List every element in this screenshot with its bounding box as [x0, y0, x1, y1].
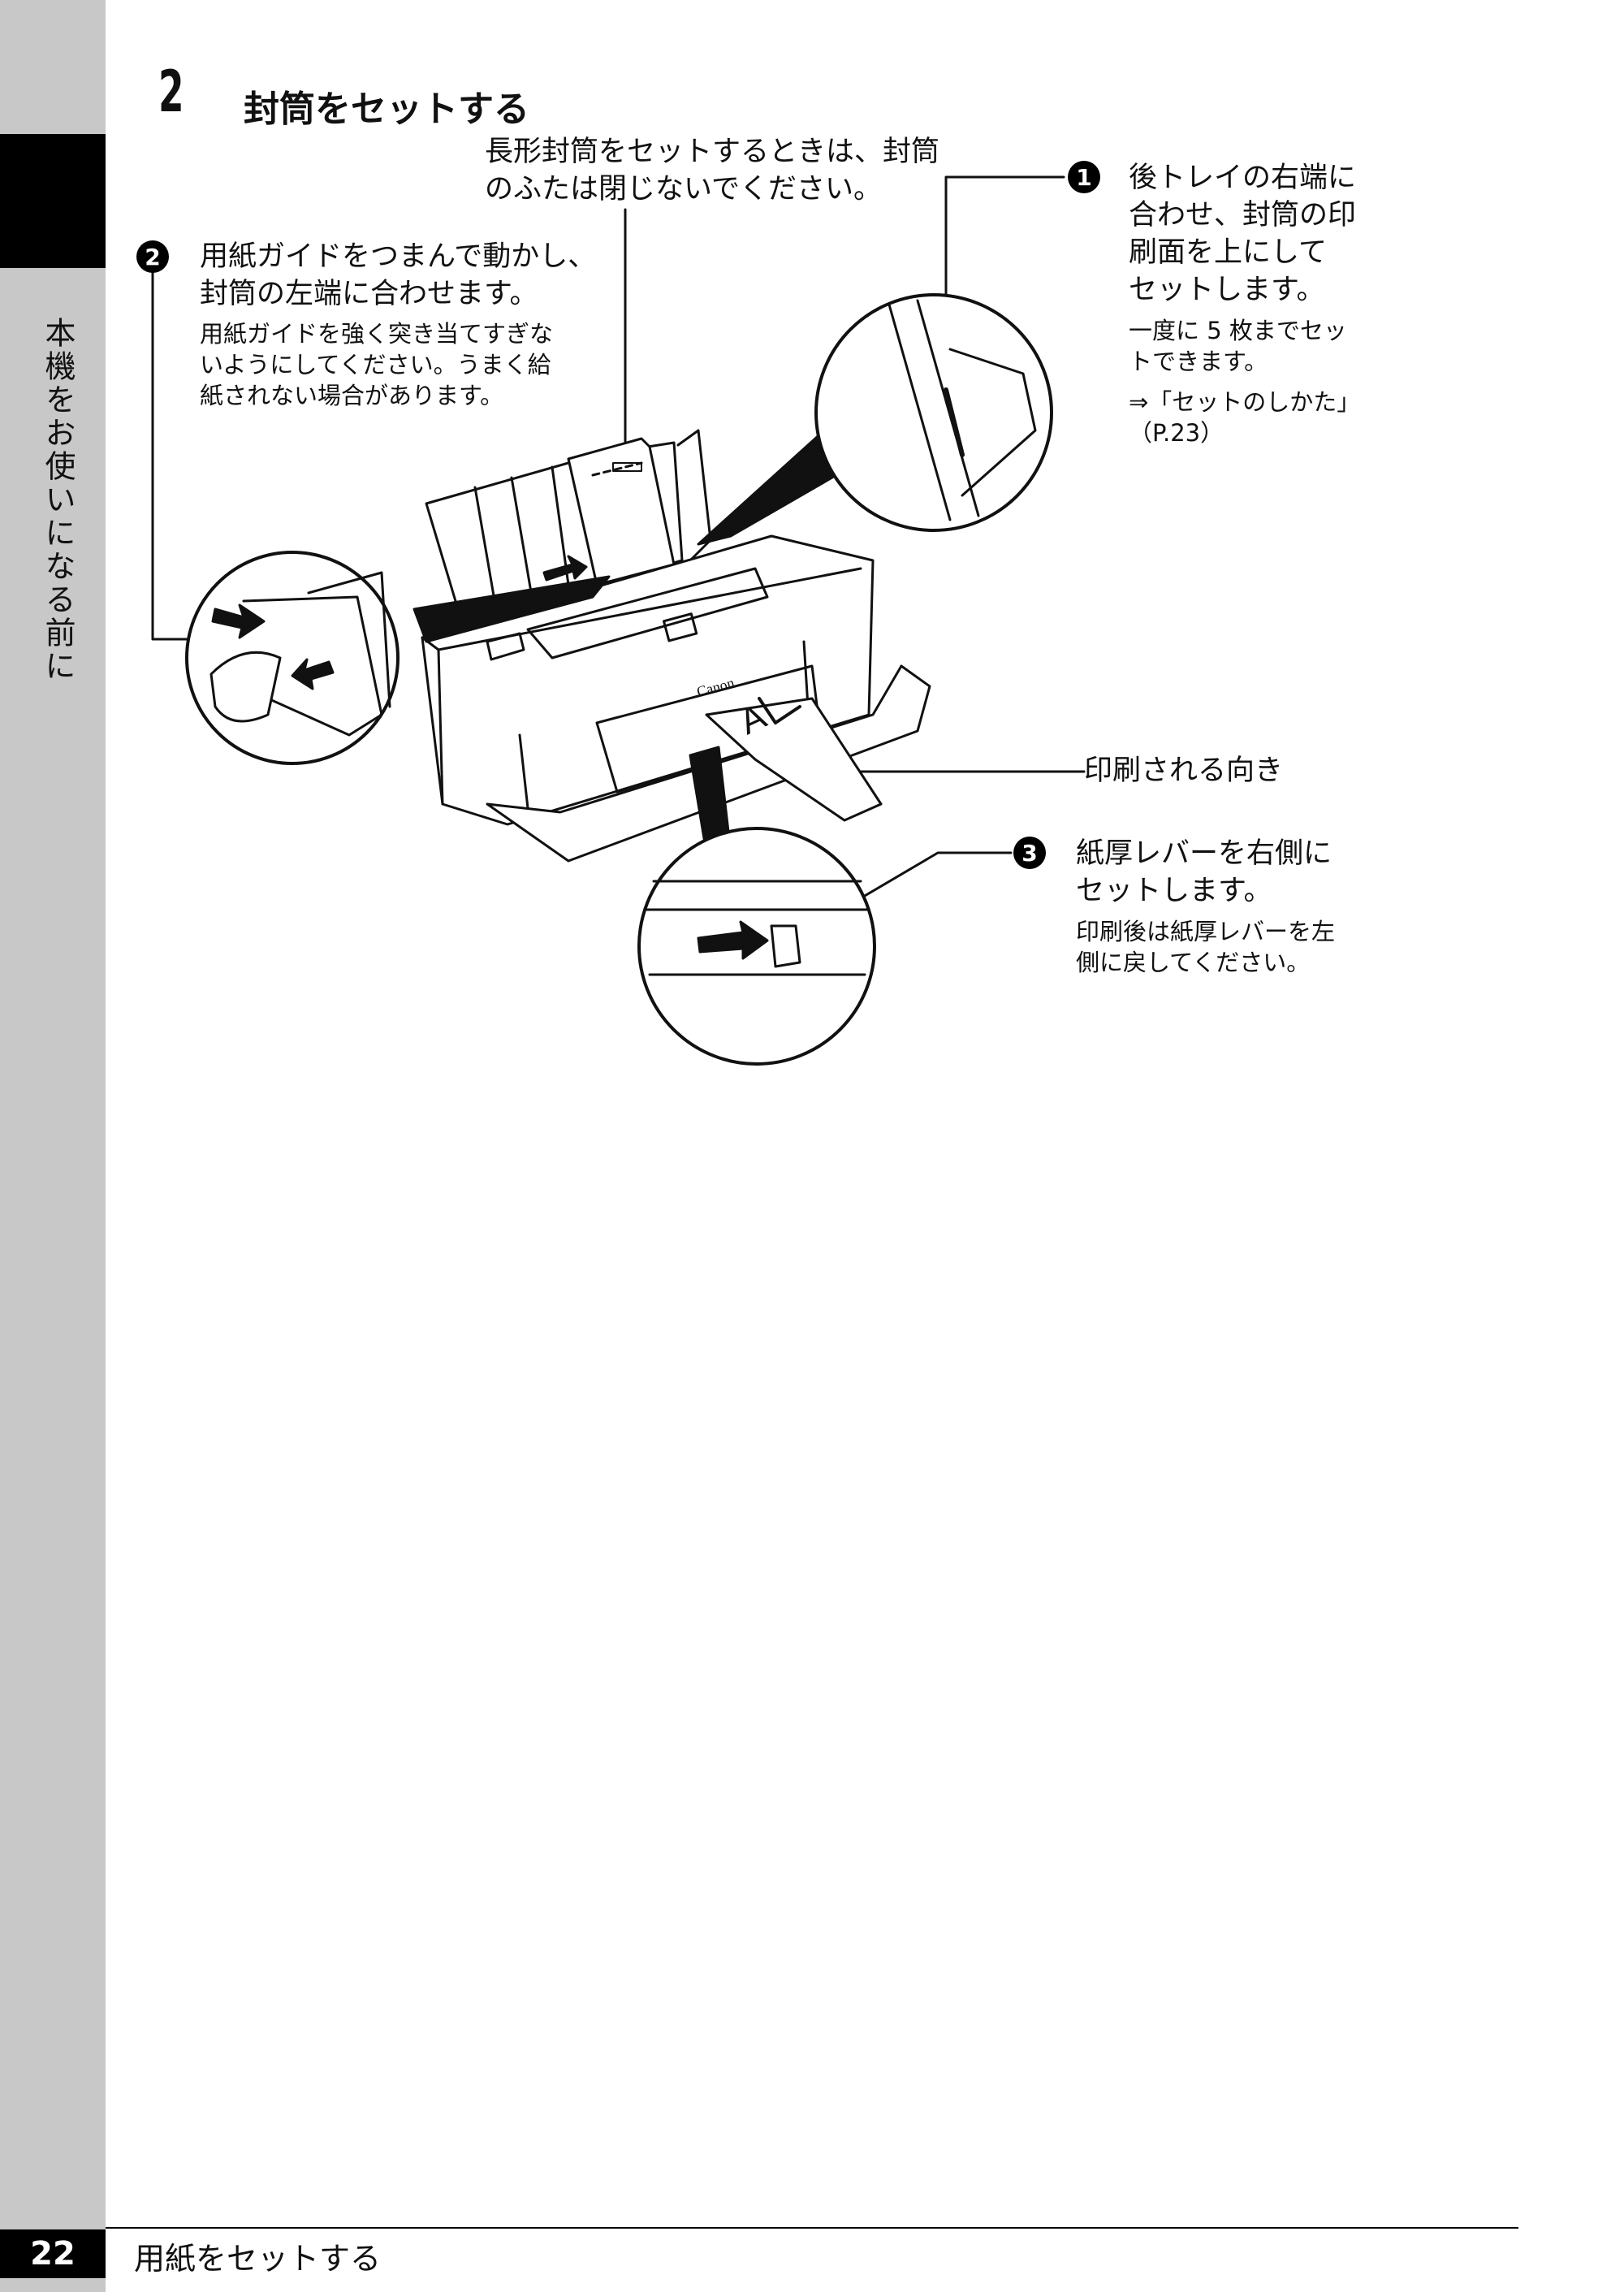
output-tray [486, 664, 931, 863]
footer-title: 用紙をセットする [134, 2241, 382, 2277]
note-flap-line1: 長形封筒をセットするときは、封筒 [485, 136, 940, 168]
callout-1-badge: 1 [1068, 161, 1100, 193]
callout-3-badge: 3 [1013, 837, 1046, 869]
callout-2-sub3: 紙されない場合があります。 [200, 382, 504, 409]
callout-2-sub1: 用紙ガイドを強く突き当てすぎな [200, 320, 554, 348]
page-number: 22 [0, 2229, 106, 2278]
print-direction-label: 印刷される向き [1084, 755, 1284, 787]
callout-2-line2: 封筒の左端に合わせます。 [200, 278, 538, 310]
zoom-circle-thickness-lever [637, 746, 876, 1066]
callout-1-line4: セットします。 [1129, 274, 1325, 306]
callout-2-line1: 用紙ガイドをつまんで動かし、 [200, 240, 597, 273]
callout-1-line1: 後トレイの右端に [1129, 162, 1357, 194]
envelope [567, 437, 676, 586]
printer-illustration: Canon A [151, 175, 1086, 1066]
arrow-left [291, 658, 335, 690]
slide-arrow [542, 555, 588, 582]
zoom-circle-rear-tray [697, 293, 1053, 546]
callout-1-sub1: 一度に 5 枚までセッ [1129, 317, 1347, 344]
callout-1-ref-page: （P.23） [1129, 419, 1224, 447]
sidebar: 本機をお使いになる前に [0, 0, 106, 2292]
callout-2-badge: 2 [136, 240, 169, 273]
callout-2-sub2: いようにしてください。うまく給 [200, 351, 551, 378]
sidebar-section-label: 本機をお使いになる前に [40, 317, 76, 683]
arrow-right [211, 603, 266, 639]
step-number: 2 [158, 58, 184, 125]
lever-arrow [697, 920, 769, 960]
step-title: 封筒をセットする [244, 89, 529, 130]
note-flap-line2: のふたは閉じないでください。 [485, 173, 882, 205]
callout-1-sub2: トできます。 [1129, 348, 1268, 375]
callout-3-line1: 紙厚レバーを右側に [1076, 837, 1332, 870]
callout-1-ref-link: ⇒「セットのしかた」 [1129, 388, 1361, 416]
callout-1-line2: 合わせ、封筒の印 [1129, 199, 1357, 231]
callout-3-sub2: 側に戻してください。 [1076, 949, 1311, 976]
zoom-circle-paper-guide [185, 551, 611, 765]
callout-3-sub1: 印刷後は紙厚レバーを左 [1076, 918, 1336, 945]
sidebar-tab-marker [0, 134, 106, 268]
callout-3-line2: セットします。 [1076, 875, 1272, 907]
footer-rule [106, 2227, 1518, 2229]
callout-1-line3: 刷面を上にして [1129, 236, 1327, 269]
